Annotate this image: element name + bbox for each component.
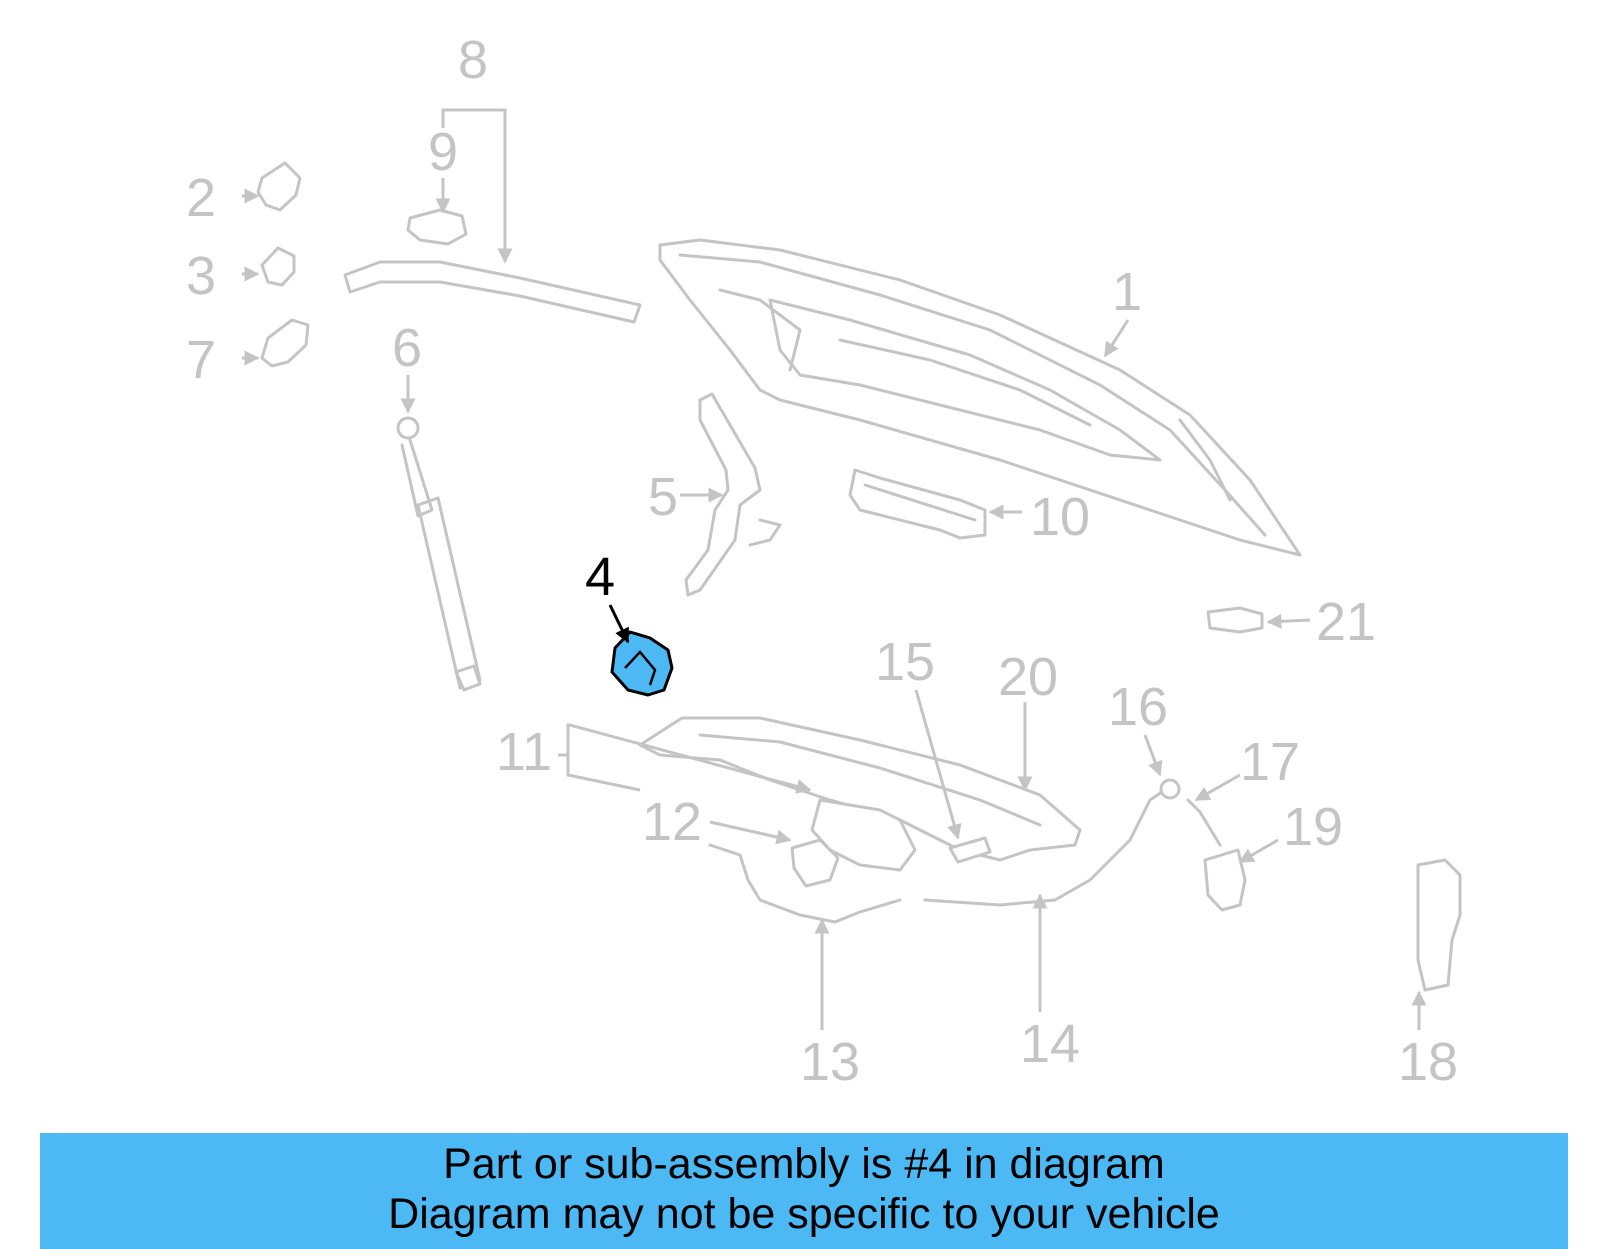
callout-13: 13 <box>800 1032 860 1092</box>
callout-6: 6 <box>392 318 422 378</box>
part-18-handle <box>1416 858 1462 992</box>
callout-9: 9 <box>428 122 458 182</box>
part-1-hood-panel <box>658 238 1302 557</box>
callout-18: 18 <box>1398 1032 1458 1092</box>
callout-17: 17 <box>1240 732 1300 792</box>
callout-16: 16 <box>1108 677 1168 737</box>
part-10-latch-bracket <box>848 468 987 540</box>
part-9-seal <box>406 208 468 246</box>
callout-1: 1 <box>1112 262 1142 322</box>
callout-2: 2 <box>186 168 216 228</box>
leader-lines <box>242 108 1427 1030</box>
callout-11: 11 <box>496 722 552 782</box>
part-2-bumper <box>256 161 302 212</box>
part-14-release-cable <box>923 788 1167 907</box>
callout-labels: 1 2 3 4 5 6 7 8 9 10 11 12 13 14 15 16 1… <box>186 30 1458 1092</box>
part-8-weatherstrip <box>343 260 642 324</box>
part-12-latch <box>790 798 917 888</box>
callout-19: 19 <box>1283 797 1343 857</box>
callout-4: 4 <box>585 547 615 607</box>
part-6-lift-support-strut <box>396 416 482 692</box>
part-17-release-handle <box>1186 798 1222 847</box>
part-7-clip <box>260 318 310 368</box>
callout-8: 8 <box>458 30 488 90</box>
callout-20: 20 <box>998 647 1058 707</box>
callout-15: 15 <box>875 632 935 692</box>
part-16-grommet <box>1159 778 1181 800</box>
callout-7: 7 <box>186 330 216 390</box>
part-4-highlighted-component <box>610 630 674 697</box>
callout-3: 3 <box>186 246 216 306</box>
part-15-clip <box>948 836 992 864</box>
callout-12: 12 <box>642 792 702 852</box>
info-banner: Part or sub-assembly is #4 in diagram Di… <box>40 1133 1568 1249</box>
callout-5: 5 <box>648 467 678 527</box>
part-5-hinge <box>684 392 782 597</box>
part-19-bracket <box>1203 848 1247 912</box>
part-21-bracket <box>1206 606 1264 634</box>
part-13-release-cable <box>708 843 902 924</box>
callout-14: 14 <box>1020 1014 1080 1074</box>
part-20-lock-support <box>638 716 1082 862</box>
banner-line-2: Diagram may not be specific to your vehi… <box>388 1190 1220 1238</box>
callout-21: 21 <box>1316 592 1376 652</box>
banner-line-1: Part or sub-assembly is #4 in diagram <box>443 1140 1165 1188</box>
callout-10: 10 <box>1030 487 1090 547</box>
part-3-bumper <box>260 246 296 287</box>
